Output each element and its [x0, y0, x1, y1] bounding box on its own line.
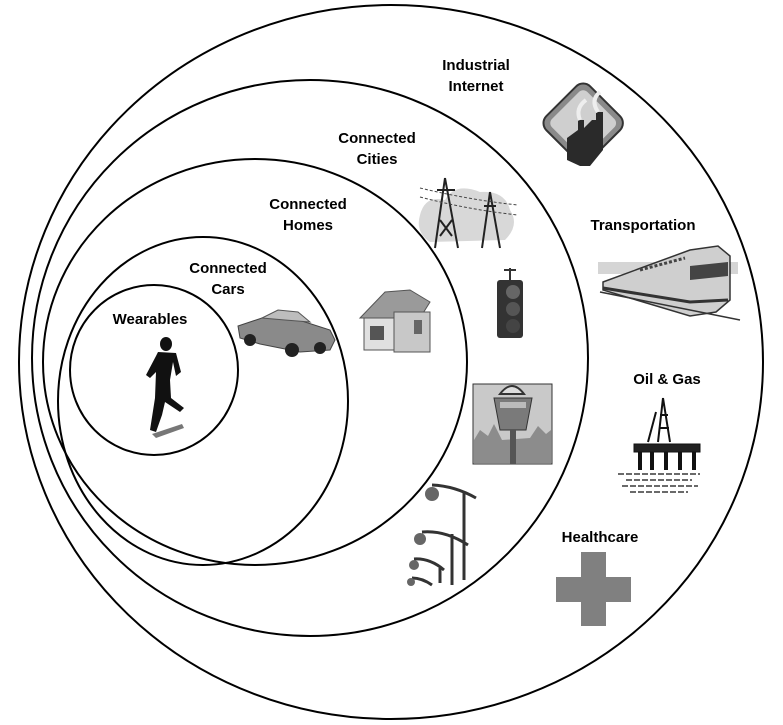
- label-healthcare: Healthcare: [561, 529, 639, 546]
- medical-cross-icon: [556, 552, 631, 626]
- label-line: Cities: [356, 151, 398, 168]
- label-line: Internet: [448, 78, 504, 95]
- label-line: Industrial: [442, 57, 510, 74]
- house-icon: [358, 289, 431, 353]
- parking-meter-icon: [472, 383, 553, 465]
- label-connected-cities: Connected Cities: [327, 128, 427, 170]
- power-lines-icon: [418, 177, 519, 249]
- car-icon: [237, 309, 336, 357]
- label-connected-homes: Connected Homes: [258, 194, 358, 236]
- ring-wearables: [69, 284, 239, 456]
- label-wearables: Wearables: [112, 311, 188, 328]
- label-line: Homes: [282, 217, 334, 234]
- label-line: Cars: [211, 281, 245, 298]
- label-line: Connected: [338, 130, 416, 147]
- ring-connected-homes: [57, 236, 349, 566]
- oil-rig-icon: [618, 397, 701, 493]
- label-line: Connected: [189, 260, 267, 277]
- ring-industrial-internet: [31, 79, 589, 637]
- label-connected-cars: Connected Cars: [178, 258, 278, 300]
- street-lamps-icon: [407, 483, 477, 587]
- traffic-light-icon: [497, 268, 523, 338]
- train-icon: [598, 245, 741, 321]
- label-line: Connected: [269, 196, 347, 213]
- label-industrial-internet: Industrial Internet: [426, 55, 526, 97]
- running-person-icon: [146, 337, 184, 438]
- label-transportation: Transportation: [590, 217, 696, 234]
- ring-connected-cities: [42, 158, 468, 566]
- ring-outer: [18, 4, 764, 720]
- label-oil-gas: Oil & Gas: [633, 371, 701, 388]
- factory-icon: [542, 82, 624, 166]
